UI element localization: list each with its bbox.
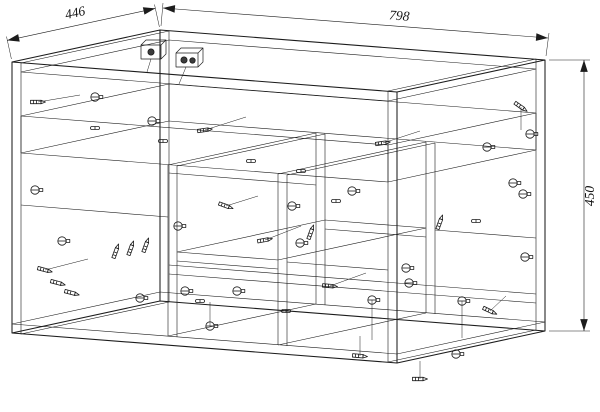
fastener-icons: [30, 92, 539, 382]
cam-lock-icon: [173, 221, 187, 231]
bracket-right-pin-hole-icon: [189, 57, 196, 64]
cam-lock-icon: [518, 189, 532, 199]
outer-box-edges: [11, 29, 546, 364]
cam-lock-icon: [147, 116, 161, 126]
cam-lock-icon: [347, 186, 361, 196]
right-panel-inner-edges: [387, 58, 537, 363]
cam-lock-icon: [30, 185, 44, 195]
cam-lock-icon: [205, 321, 219, 331]
dimension-depth: 446: [6, 3, 160, 60]
dowel-icon: [90, 126, 100, 130]
dimension-width-line: [162, 5, 549, 41]
dimension-height-label: 450: [582, 186, 597, 207]
screw-icon: [111, 242, 121, 260]
cam-lock-icon: [520, 252, 534, 262]
bottom-panel-edges: [11, 291, 546, 355]
bay-rail-edges: [20, 172, 537, 271]
dimension-width-extension-lines: [160, 2, 550, 57]
bracket-leader-lines: [146, 58, 187, 85]
bracket-right-body: [175, 47, 204, 68]
cam-lock-icon: [401, 263, 415, 273]
cam-lock-icon: [367, 295, 381, 305]
fastener-leader-lines: [37, 94, 522, 379]
dimension-height: 450: [549, 59, 597, 332]
dowel-icon: [331, 199, 341, 203]
top-rail-edges: [20, 83, 537, 183]
left-panel-inner-edges: [20, 30, 170, 335]
bracket-left-cam-hole-icon: [147, 48, 155, 56]
dimension-width-label: 798: [389, 7, 411, 24]
dimension-depth-label: 446: [64, 3, 87, 22]
middle-shelf-edges: [176, 219, 427, 270]
top-panel-edges: [20, 39, 537, 102]
dimension-depth-line: [7, 7, 156, 42]
cabinet-wireframe: [11, 29, 546, 364]
cam-lock-icon: [508, 178, 522, 188]
back-stretcher-edges: [168, 264, 537, 304]
cam-lock-icon: [287, 201, 301, 211]
mounting-brackets: [140, 39, 204, 85]
cam-lock-icon: [457, 296, 471, 306]
dowel-icon: [195, 299, 205, 303]
cam-lock-icon: [232, 286, 246, 296]
bracket-right-cam-hole-icon: [180, 56, 188, 64]
screw-icon: [435, 213, 445, 231]
screw-icon: [141, 236, 151, 254]
dimension-width: 798: [160, 2, 550, 57]
cam-lock-icon: [57, 236, 71, 246]
screw-icon: [49, 279, 67, 287]
divider-right-edges: [277, 141, 436, 346]
dowel-icon: [471, 219, 481, 223]
dowel-icon: [246, 159, 256, 163]
cam-lock-icon: [404, 278, 418, 288]
screw-icon: [306, 223, 316, 241]
cam-lock-icon: [295, 238, 309, 248]
bracket-left-body: [140, 39, 167, 60]
divider-left-edges: [167, 132, 326, 337]
screw-icon: [63, 289, 81, 297]
screw-icon: [126, 239, 136, 257]
cam-lock-icon: [90, 92, 104, 102]
cam-lock-icon: [482, 142, 496, 152]
